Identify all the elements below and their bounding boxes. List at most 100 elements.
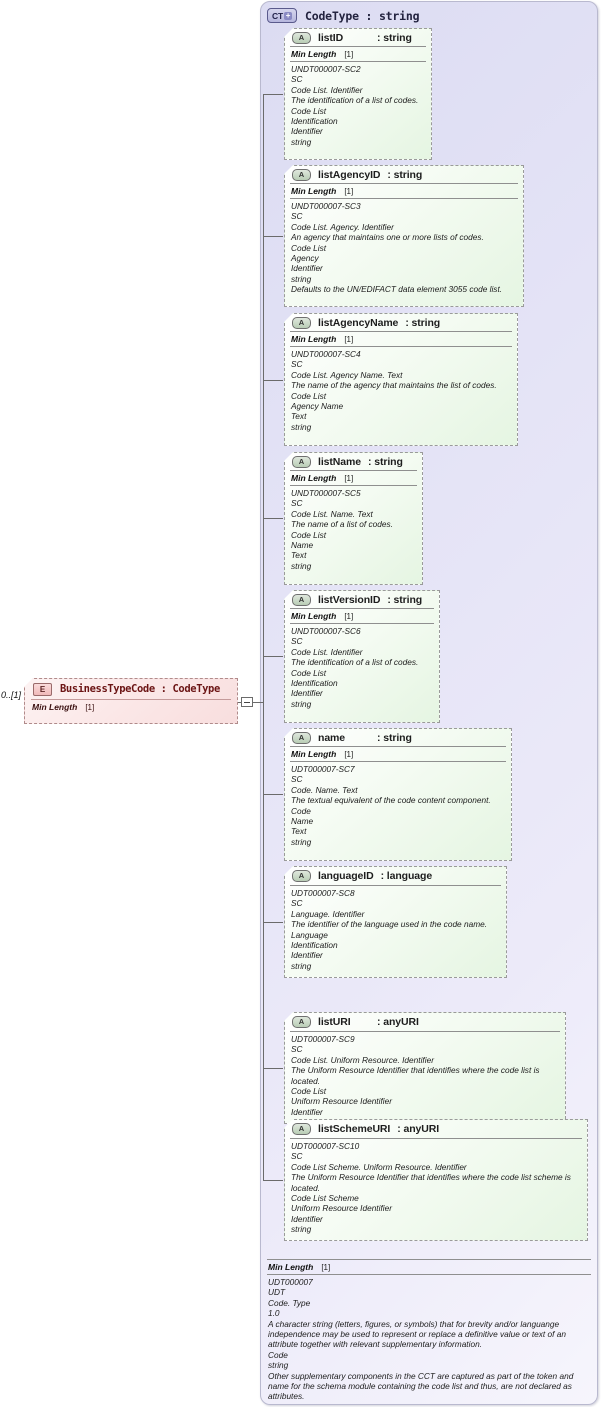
collapse-toggle-icon[interactable]	[241, 697, 253, 707]
doc-line: Uniform Resource Identifier	[291, 1203, 392, 1214]
doc-line: Identification	[291, 940, 338, 951]
complextype-badge[interactable]: CT+	[267, 8, 297, 23]
doc-line: Code List Scheme	[291, 1193, 359, 1204]
attribute-type: : string	[367, 455, 403, 468]
facet-name: Min Length	[291, 473, 337, 483]
doc-line: UNDT000007-SC5	[291, 488, 361, 498]
doc-line: UDT000007-SC9	[291, 1034, 355, 1044]
doc-line: The identifier of the language used in t…	[291, 919, 488, 930]
doc-line: UNDT000007-SC3	[291, 201, 361, 211]
doc-line: Code List. Identifier	[291, 646, 363, 657]
doc-line: UNDT000007-SC2	[291, 64, 361, 74]
doc-line: Agency	[291, 253, 319, 264]
facet-value: [1]	[321, 1263, 331, 1272]
attribute-type: : string	[387, 168, 423, 181]
connector-stub	[263, 236, 283, 237]
doc-line: Code List Scheme. Uniform Resource. Iden…	[291, 1161, 467, 1172]
doc-line: Identifier	[291, 126, 323, 137]
complextype-badge-label: CT	[272, 10, 283, 21]
attribute-facet-row: Min Length[1]	[290, 331, 512, 347]
doc-line: string	[291, 273, 312, 284]
attribute-type: : anyURI	[377, 1015, 419, 1028]
doc-line: SC	[291, 774, 303, 785]
element-title: BusinessTypeCode : CodeType	[60, 683, 220, 695]
connector-stub	[263, 94, 283, 95]
element-box-businesstypecode[interactable]: E BusinessTypeCode : CodeType Min Length…	[24, 678, 238, 724]
doc-line: Code List	[291, 242, 327, 253]
doc-line: string	[291, 421, 312, 432]
doc-line: string	[268, 1360, 289, 1371]
doc-line: Text	[291, 411, 307, 422]
facet-value: [1]	[85, 703, 95, 712]
facet-name: Min Length	[268, 1262, 314, 1272]
facet-name: Min Length	[291, 49, 337, 59]
connector-stub	[263, 518, 283, 519]
attribute-name: name	[318, 731, 346, 744]
doc-line: Defaults to the UN/EDIFACT data element …	[291, 284, 503, 295]
doc-line: UDT000007-SC10	[291, 1141, 360, 1151]
attribute-name: listAgencyName	[318, 316, 399, 329]
connector-stub	[263, 1068, 283, 1069]
facet-value: [1]	[344, 612, 354, 621]
facet-value: [1]	[344, 750, 354, 759]
doc-line: Identifier	[291, 263, 323, 274]
attribute-divider	[290, 1031, 560, 1032]
attribute-divider	[290, 885, 501, 886]
doc-line: The identification of a list of codes.	[291, 657, 419, 668]
attribute-type: : string	[387, 593, 423, 606]
complextype-facet-row: Min Length [1]	[267, 1259, 591, 1275]
doc-line: Language. Identifier	[291, 908, 365, 919]
attribute-name: listURI	[318, 1015, 351, 1028]
doc-line: The textual equivalent of the code conte…	[291, 795, 491, 806]
doc-line: Name	[291, 816, 314, 827]
attribute-badge: A	[292, 316, 311, 329]
doc-line: Code List. Name. Text	[291, 508, 373, 519]
expand-plus-icon[interactable]: +	[283, 10, 292, 20]
element-box-wrapper: E BusinessTypeCode : CodeType Min Length…	[24, 678, 240, 726]
attribute-badge: A	[292, 869, 311, 882]
facet-name: Min Length	[291, 334, 337, 344]
element-facet-row: Min Length [1]	[31, 699, 231, 714]
element-badge: E	[33, 682, 52, 696]
doc-line: 1.0	[268, 1308, 280, 1319]
attribute-name: languageID	[318, 869, 374, 882]
doc-line: SC	[291, 1151, 303, 1162]
attribute-badge: A	[292, 1122, 311, 1135]
doc-line: Code List. Agency. Identifier	[291, 221, 394, 232]
doc-line: UDT	[268, 1287, 286, 1298]
attribute-name: listName	[318, 455, 361, 468]
doc-line: SC	[291, 211, 303, 222]
attribute-type: : anyURI	[397, 1122, 440, 1135]
doc-line: The name of a list of codes.	[291, 519, 393, 530]
attribute-badge: A	[292, 593, 311, 606]
doc-line: Identifier	[291, 1106, 323, 1117]
attribute-name: listID	[318, 31, 344, 44]
connector-spine	[263, 94, 264, 1180]
complextype-header: CT+ CodeType : string	[267, 6, 420, 25]
doc-line: UNDT000007-SC4	[291, 349, 361, 359]
facet-value: [1]	[344, 474, 354, 483]
connector-element-to-toggle	[238, 702, 242, 703]
doc-line: string	[291, 836, 312, 847]
doc-line: UDT000007-SC8	[291, 888, 355, 898]
attribute-name: listAgencyID	[318, 168, 381, 181]
